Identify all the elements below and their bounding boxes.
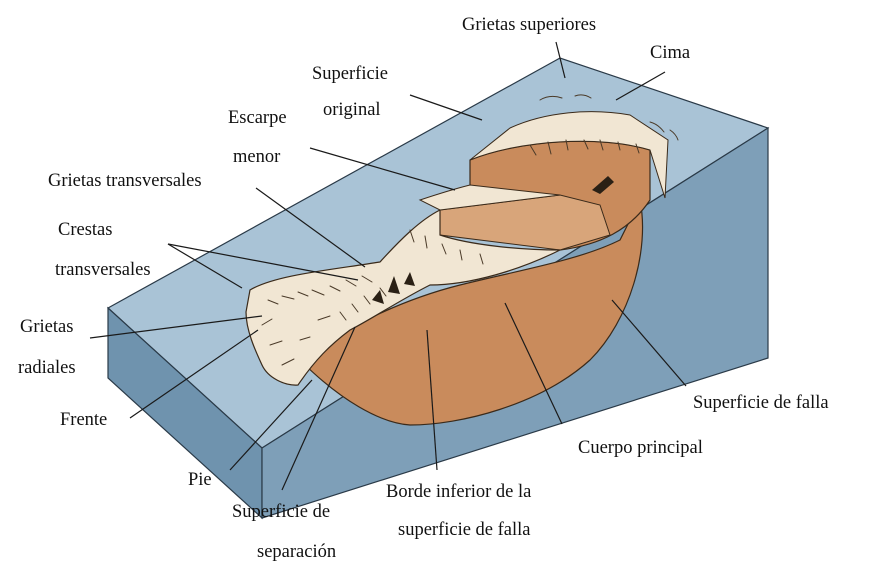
label-superficie-separacion-line2: separación [257,542,336,562]
label-grietas-superiores: Grietas superiores [462,15,596,35]
label-escarpe-menor-line1: Escarpe [228,108,287,128]
label-borde-inferior-line1: Borde inferior de la [386,482,531,502]
label-superficie-separacion-line1: Superficie de [232,502,330,522]
label-crestas-transversales-line1: Crestas [58,220,112,240]
label-borde-inferior-line2: superficie de falla [398,520,531,540]
label-cima: Cima [650,43,690,63]
label-escarpe-menor-line2: menor [233,147,280,167]
label-superficie-original-line2: original [323,100,381,120]
label-cuerpo-principal: Cuerpo principal [578,438,703,458]
label-pie: Pie [188,470,212,490]
label-grietas-radiales-line1: Grietas [20,317,73,337]
label-superficie-falla: Superficie de falla [693,393,829,413]
label-crestas-transversales-line2: transversales [55,260,151,280]
label-grietas-transversales: Grietas transversales [48,171,202,191]
label-frente: Frente [60,410,107,430]
label-superficie-original-line1: Superficie [312,64,388,84]
label-grietas-radiales-line2: radiales [18,358,76,378]
